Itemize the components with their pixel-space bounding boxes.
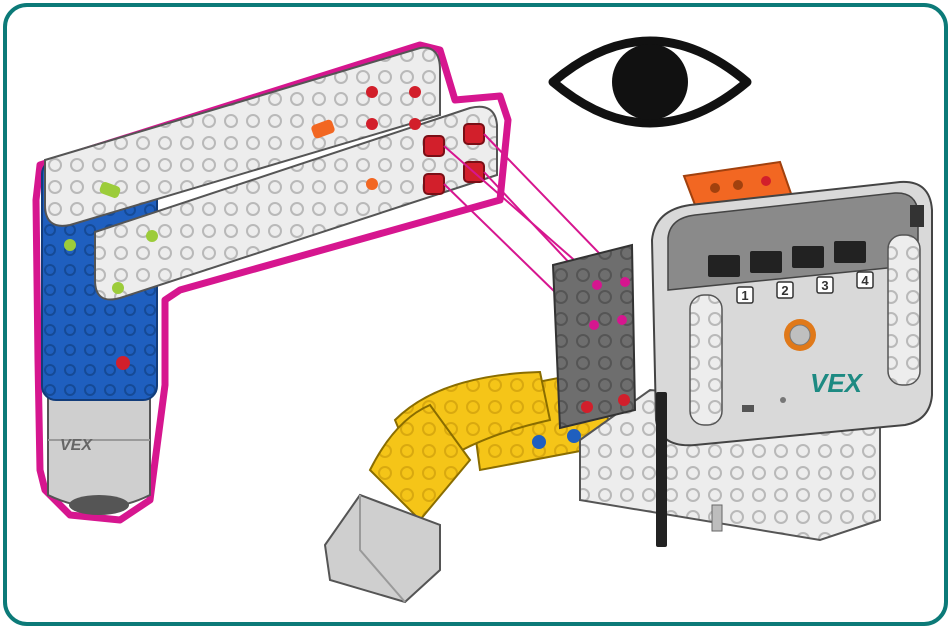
power-button <box>784 319 816 351</box>
port-label-3: 3 <box>821 278 828 293</box>
brain-logo: VEX <box>810 368 864 398</box>
left-motor: VEX <box>48 385 150 515</box>
standoff-post <box>656 392 667 547</box>
port-label-4: 4 <box>861 273 869 288</box>
port-label-2: 2 <box>781 283 788 298</box>
motor-logo: VEX <box>60 437 93 454</box>
port-label-1: 1 <box>741 288 748 303</box>
red-peg <box>116 356 130 370</box>
